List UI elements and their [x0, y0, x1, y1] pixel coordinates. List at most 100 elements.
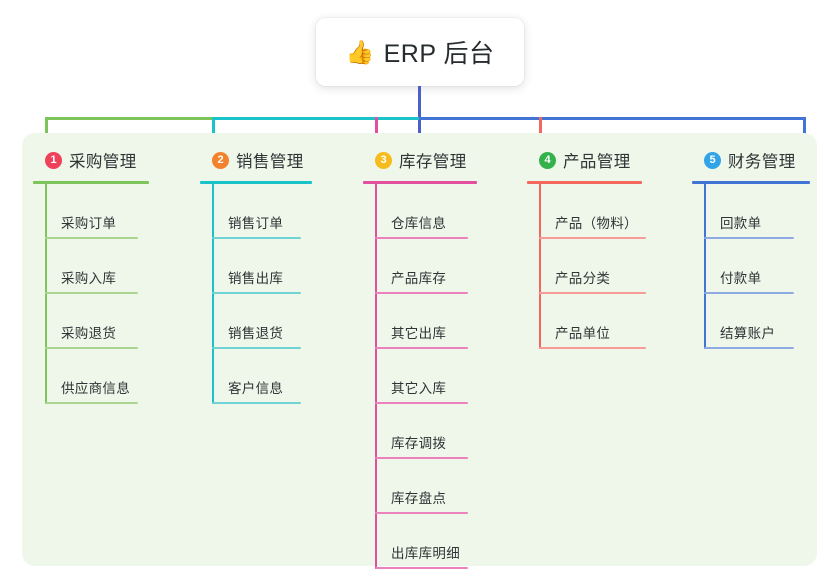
branch-underline-3 [363, 181, 477, 184]
branch-title-2: 销售管理 [236, 153, 304, 171]
branch-column-2: 2 销售管理销售订单销售出库销售退货客户信息 [200, 144, 350, 404]
branch-item-underline [212, 402, 301, 404]
branch-item-underline [45, 237, 138, 239]
branch-underline-1 [33, 181, 149, 184]
branch-title-4: 产品管理 [563, 153, 631, 171]
branch-item[interactable]: 出库库明细 [375, 514, 513, 569]
branch-title-3: 库存管理 [399, 153, 467, 171]
branch-item[interactable]: 销售退货 [212, 294, 350, 349]
connector-drop-5 [803, 117, 806, 144]
branch-item-underline [704, 292, 794, 294]
branch-header-2[interactable]: 2 销售管理 [200, 144, 350, 176]
branch-column-5: 5 财务管理回款单付款单结算账户 [692, 144, 839, 349]
branch-item-underline [45, 402, 138, 404]
branch-item-underline [375, 292, 468, 294]
branch-item[interactable]: 付款单 [704, 239, 839, 294]
branch-item[interactable]: 回款单 [704, 184, 839, 239]
branch-item-underline [375, 512, 468, 514]
branch-item-label: 库存盘点 [391, 491, 447, 506]
branch-item[interactable]: 产品库存 [375, 239, 513, 294]
branch-number-badge-1: 1 [45, 151, 62, 169]
branch-underline-4 [527, 181, 642, 184]
branch-items-5: 回款单付款单结算账户 [692, 184, 839, 349]
branch-item-underline [704, 237, 794, 239]
branch-item[interactable]: 产品单位 [539, 294, 687, 349]
branch-item-label: 销售订单 [228, 216, 284, 231]
connector-bus-segment-2 [212, 117, 419, 120]
branch-item[interactable]: 供应商信息 [45, 349, 193, 404]
branch-item[interactable]: 其它入库 [375, 349, 513, 404]
branch-item-underline [375, 457, 468, 459]
connector-drop-3 [375, 117, 378, 144]
connector-bus-segment-3 [419, 117, 806, 120]
branch-item-label: 出库库明细 [391, 546, 460, 561]
connector-drop-2 [212, 117, 215, 144]
root-node[interactable]: 👍 ERP 后台 [316, 18, 524, 86]
connector-drop-1 [45, 117, 48, 144]
branch-item-underline [212, 292, 301, 294]
branch-item-label: 产品库存 [391, 271, 447, 286]
branch-header-3[interactable]: 3 库存管理 [363, 144, 513, 176]
branch-number-badge-3: 3 [375, 151, 392, 169]
branch-item[interactable]: 库存调拨 [375, 404, 513, 459]
connector-drop-4 [539, 117, 542, 144]
branch-title-5: 财务管理 [728, 153, 796, 171]
branch-item[interactable]: 结算账户 [704, 294, 839, 349]
root-trunk-line [418, 86, 421, 142]
branch-number-badge-5: 5 [704, 151, 721, 169]
branch-item[interactable]: 仓库信息 [375, 184, 513, 239]
branch-title-1: 采购管理 [69, 153, 137, 171]
branch-item-underline [375, 567, 468, 569]
branch-item-underline [375, 402, 468, 404]
branch-item-underline [704, 347, 794, 349]
branch-item-label: 采购退货 [61, 326, 117, 341]
branch-item[interactable]: 产品（物料） [539, 184, 687, 239]
branch-item[interactable]: 采购入库 [45, 239, 193, 294]
branch-item-underline [539, 347, 646, 349]
branch-item-label: 仓库信息 [391, 216, 447, 231]
branch-item-label: 其它入库 [391, 381, 447, 396]
branch-number-badge-2: 2 [212, 151, 229, 169]
branch-stem-3 [375, 184, 377, 569]
branch-item[interactable]: 客户信息 [212, 349, 350, 404]
branch-item[interactable]: 采购订单 [45, 184, 193, 239]
branch-item-label: 回款单 [720, 216, 762, 231]
branch-item-label: 采购订单 [61, 216, 117, 231]
branch-item-underline [45, 347, 138, 349]
branch-header-5[interactable]: 5 财务管理 [692, 144, 839, 176]
branch-item-underline [539, 237, 646, 239]
branch-stem-2 [212, 184, 214, 404]
branch-item-label: 库存调拨 [391, 436, 447, 451]
branch-column-3: 3 库存管理仓库信息产品库存其它出库其它入库库存调拨库存盘点出库库明细 [363, 144, 513, 569]
branch-item-underline [539, 292, 646, 294]
connector-bus-segment-1 [45, 117, 212, 120]
branch-item-label: 结算账户 [720, 326, 776, 341]
branch-item-underline [212, 347, 301, 349]
branch-item-label: 供应商信息 [61, 381, 130, 396]
branch-item-underline [375, 237, 468, 239]
branches-panel [22, 133, 817, 566]
branch-items-1: 采购订单采购入库采购退货供应商信息 [33, 184, 193, 404]
branch-item-label: 付款单 [720, 271, 762, 286]
branch-item-label: 采购入库 [61, 271, 117, 286]
branch-item-label: 产品分类 [555, 271, 611, 286]
branch-item[interactable]: 销售订单 [212, 184, 350, 239]
branch-stem-5 [704, 184, 706, 349]
branch-item[interactable]: 采购退货 [45, 294, 193, 349]
root-node-label: 👍 ERP 后台 [345, 34, 494, 70]
branch-item-label: 产品单位 [555, 326, 611, 341]
branch-column-1: 1 采购管理采购订单采购入库采购退货供应商信息 [33, 144, 193, 404]
branch-item[interactable]: 产品分类 [539, 239, 687, 294]
branch-item[interactable]: 销售出库 [212, 239, 350, 294]
branch-item[interactable]: 库存盘点 [375, 459, 513, 514]
thumbs-up-emoji: 👍 [345, 38, 375, 65]
branch-item[interactable]: 其它出库 [375, 294, 513, 349]
branch-header-1[interactable]: 1 采购管理 [33, 144, 193, 176]
branch-items-4: 产品（物料） 产品分类产品单位 [527, 184, 687, 349]
branch-underline-5 [692, 181, 810, 184]
branch-item-label: 销售退货 [228, 326, 284, 341]
branch-item-label: 其它出库 [391, 326, 447, 341]
